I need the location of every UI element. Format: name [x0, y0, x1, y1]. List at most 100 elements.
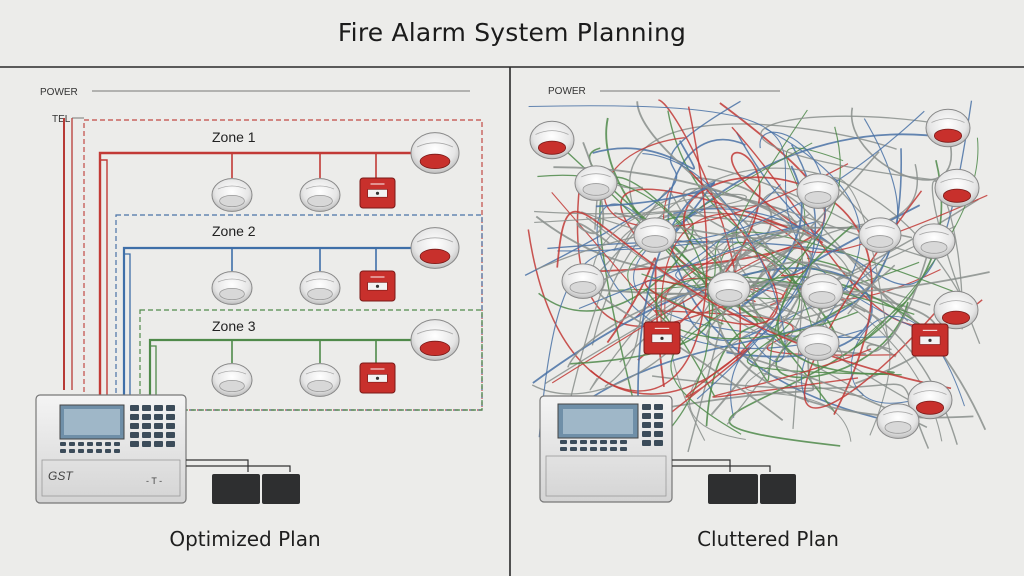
zone-3-boundary	[139, 309, 483, 411]
control-panel	[539, 395, 673, 503]
zone-1-bus	[98, 151, 435, 395]
panel-key	[142, 441, 151, 447]
panel-key	[642, 404, 651, 410]
panel-key	[78, 442, 84, 446]
zone-2-return	[124, 253, 131, 395]
power-line-label: POWER	[40, 87, 78, 98]
manual-call-point	[359, 362, 396, 394]
smoke-detector	[299, 178, 341, 212]
zone-2-label: Zone 2	[212, 223, 256, 239]
zone-1-label: Zone 1	[212, 129, 256, 145]
panel-key	[654, 440, 663, 446]
smoke-detector	[633, 217, 677, 253]
smoke-detector	[796, 173, 840, 209]
heat-detector	[933, 290, 979, 330]
panel-brand: GST	[48, 469, 74, 483]
panel-key	[130, 441, 139, 447]
page-title: Fire Alarm System Planning	[337, 18, 687, 47]
manual-call-point	[643, 321, 681, 355]
manual-call-point	[911, 323, 949, 357]
zone-3-label: Zone 3	[212, 318, 256, 334]
panel-key	[654, 431, 663, 437]
panel-key	[654, 413, 663, 419]
smoke-detector	[211, 178, 253, 212]
panel-key	[166, 405, 175, 411]
smoke-detector	[858, 217, 902, 253]
wire	[553, 166, 792, 240]
wire	[585, 216, 864, 397]
battery	[212, 474, 260, 504]
panel-key	[642, 413, 651, 419]
panel-key	[154, 405, 163, 411]
panel-key	[105, 449, 111, 453]
panel-key	[610, 440, 617, 444]
panel-key	[114, 442, 120, 446]
panel-key	[142, 405, 151, 411]
smoke-detector	[876, 403, 920, 439]
panel-key	[130, 405, 139, 411]
smoke-detector	[796, 325, 840, 361]
zone-1-return	[100, 159, 108, 395]
battery	[708, 474, 758, 504]
panel-key	[570, 447, 577, 451]
panel-key	[642, 431, 651, 437]
wire	[644, 170, 779, 326]
wire	[595, 182, 715, 439]
wire	[745, 353, 852, 442]
panel-key	[60, 449, 66, 453]
panel-key	[166, 414, 175, 420]
panel-key	[130, 423, 139, 429]
panel-key	[78, 449, 84, 453]
zone-3-return	[150, 345, 157, 395]
panel-key	[87, 449, 93, 453]
wire	[642, 153, 786, 363]
wire	[655, 276, 915, 340]
wire	[627, 142, 813, 304]
heat-detector	[529, 120, 575, 160]
battery-wire	[186, 465, 291, 472]
wire	[696, 131, 827, 400]
panel-key	[166, 432, 175, 438]
heat-detector	[410, 319, 460, 361]
panel-key	[560, 440, 567, 444]
cluttered-plan: POWER	[524, 86, 990, 504]
wire	[645, 288, 724, 397]
wire	[760, 115, 978, 186]
zone-3-bus	[148, 338, 435, 395]
power-line-label: POWER	[548, 86, 586, 97]
panel-key	[154, 423, 163, 429]
optimized-plan: POWER TEL Zone 1 Zone 2 Zone 3	[35, 87, 483, 504]
battery-wire	[672, 459, 731, 472]
wire	[705, 151, 928, 429]
smoke-detector	[561, 263, 605, 299]
heat-detector	[410, 132, 460, 174]
optimized-plan-caption: Optimized Plan	[169, 527, 321, 551]
panel-key	[114, 449, 120, 453]
wire	[683, 176, 873, 416]
panel-key	[610, 447, 617, 451]
wire	[644, 213, 810, 323]
wire	[803, 190, 953, 409]
panel-key	[570, 440, 577, 444]
battery-wire	[186, 459, 249, 472]
wire	[775, 300, 909, 379]
panel-key	[105, 442, 111, 446]
panel-key	[154, 441, 163, 447]
wire	[652, 347, 752, 428]
wire	[777, 225, 895, 375]
smoke-detector	[211, 271, 253, 305]
panel-key	[166, 441, 175, 447]
panel-key	[96, 449, 102, 453]
panel-key	[69, 442, 75, 446]
wire	[534, 193, 747, 289]
heat-detector	[907, 380, 953, 420]
panel-screen	[64, 409, 120, 435]
panel-keypad	[560, 404, 663, 451]
panel-key	[580, 440, 587, 444]
panel-key	[130, 414, 139, 420]
smoke-detector	[707, 271, 751, 307]
panel-key	[96, 442, 102, 446]
panel-key	[166, 423, 175, 429]
panel-key	[142, 432, 151, 438]
